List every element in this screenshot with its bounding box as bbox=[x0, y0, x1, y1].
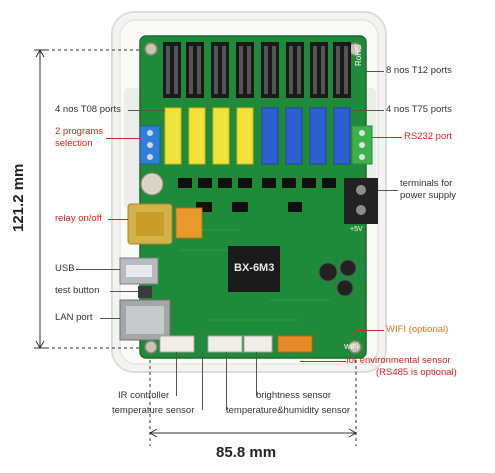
temperature-sensor-leader bbox=[202, 352, 203, 410]
power-terminal-block bbox=[344, 178, 378, 224]
terminals-leader bbox=[378, 190, 398, 191]
temp-humidity-sensor-label: temperature&humidity sensor bbox=[226, 405, 351, 416]
width-dimension-line bbox=[148, 360, 358, 446]
mounting-hole-icons bbox=[144, 42, 362, 354]
test-button-leader bbox=[110, 291, 138, 292]
wifi-optional-label: WIFI (optional) bbox=[386, 324, 449, 335]
usb-port bbox=[119, 257, 159, 285]
t75-port-headers bbox=[261, 107, 351, 165]
ir-controller-leader bbox=[176, 352, 177, 396]
env-sensor-label-line1: for environmental sensor bbox=[346, 355, 451, 366]
driver-chips bbox=[178, 178, 336, 212]
program-selection-terminal bbox=[139, 125, 161, 165]
t08-ports-label: 4 nos T08 ports bbox=[55, 104, 121, 115]
height-dimension-line bbox=[34, 48, 140, 350]
capacitors bbox=[318, 259, 357, 297]
brightness-sensor-leader bbox=[256, 352, 257, 396]
t75-ports-leader bbox=[352, 110, 384, 111]
usb-leader bbox=[76, 269, 120, 270]
relay-leader bbox=[108, 219, 128, 220]
power-voltage-label: +5V bbox=[350, 226, 363, 233]
lan-port-label: LAN port bbox=[55, 312, 93, 323]
width-dimension-label: 85.8 mm bbox=[216, 444, 277, 461]
t12-port-headers bbox=[163, 42, 351, 98]
relay-component bbox=[127, 203, 203, 245]
rs232-terminal bbox=[351, 125, 373, 165]
rohs-label: RoHS bbox=[354, 44, 363, 66]
board-model-label: BX-6M3 bbox=[234, 262, 275, 274]
t12-ports-label: 8 nos T12 ports bbox=[386, 65, 452, 76]
test-button-component bbox=[138, 286, 152, 298]
height-dimension-label: 121.2 mm bbox=[10, 163, 27, 232]
rs232-port-leader bbox=[372, 137, 402, 138]
terminals-label-line1: terminals for bbox=[400, 178, 453, 189]
env-sensor-label-line2: (RS485 is optional) bbox=[376, 367, 457, 378]
main-processor-chip bbox=[228, 246, 280, 292]
programs-leader bbox=[106, 138, 140, 139]
temp-humidity-sensor-leader bbox=[226, 352, 227, 410]
ir-controller-label: IR controller bbox=[118, 390, 170, 401]
env-sensor-leader bbox=[300, 361, 346, 362]
buzzer bbox=[140, 172, 164, 196]
rs232-port-label: RS232 port bbox=[404, 131, 453, 142]
brightness-sensor-label: brightness sensor bbox=[256, 390, 331, 401]
temperature-sensor-label: temperature sensor bbox=[112, 405, 195, 416]
terminals-label-line2: power supply bbox=[400, 190, 456, 201]
wifi-board-label: WiFi bbox=[344, 344, 358, 351]
relay-label: relay on/off bbox=[55, 213, 102, 224]
t08-port-headers bbox=[164, 107, 254, 165]
t75-ports-label: 4 nos T75 ports bbox=[386, 104, 452, 115]
lan-port bbox=[119, 299, 171, 341]
wifi-leader bbox=[356, 330, 384, 331]
test-button-label: test button bbox=[55, 285, 100, 296]
t12-ports-leader bbox=[366, 71, 384, 72]
programs-label-line2: selection bbox=[55, 138, 93, 149]
usb-label: USB bbox=[55, 263, 75, 274]
programs-label-line1: 2 programs bbox=[55, 126, 104, 137]
lan-port-leader bbox=[100, 318, 120, 319]
sensor-connectors bbox=[159, 335, 313, 353]
t08-ports-leader bbox=[128, 110, 165, 111]
